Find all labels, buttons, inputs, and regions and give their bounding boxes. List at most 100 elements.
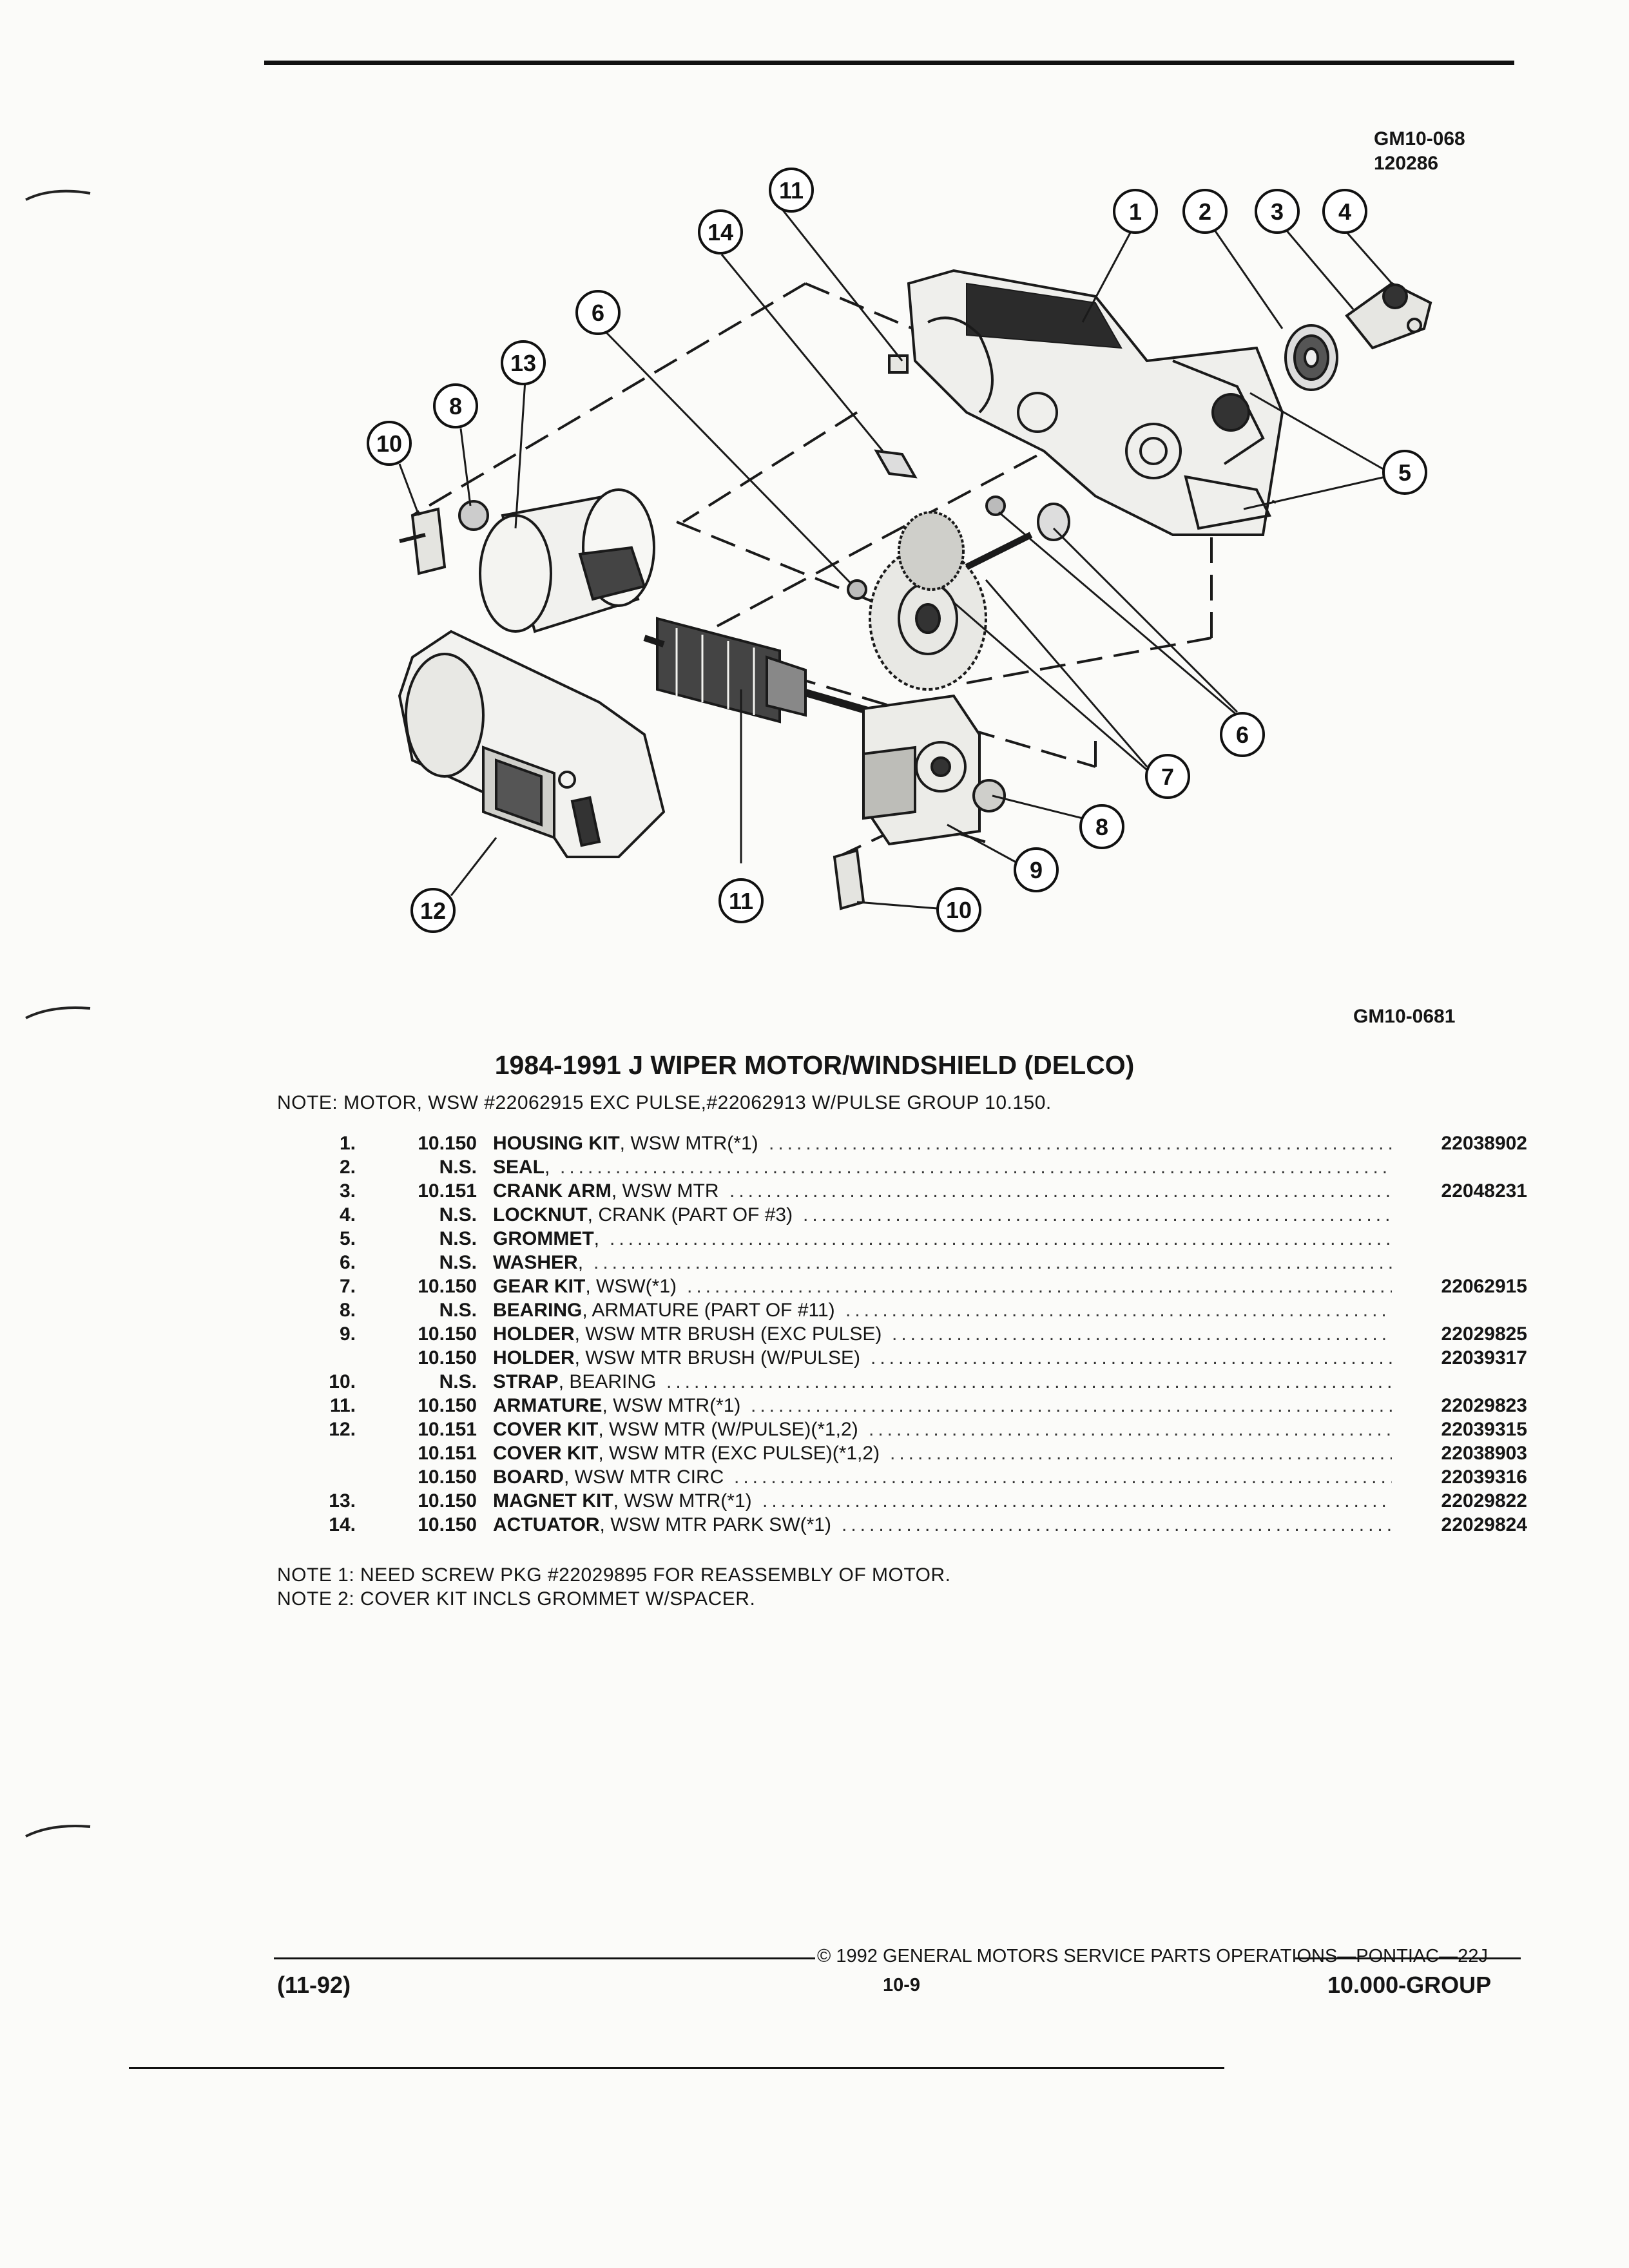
brush-holder-drawing xyxy=(862,694,981,846)
part-name: ACTUATOR xyxy=(493,1514,600,1535)
callout-5: 5 xyxy=(1382,450,1427,495)
callout-2: 2 xyxy=(1182,189,1228,234)
part-detail: , WSW MTR BRUSH (EXC PULSE) xyxy=(574,1323,882,1345)
callout-8-left: 8 xyxy=(433,383,478,428)
part-item-number: 8. xyxy=(339,1300,356,1321)
callout-10-bottom: 10 xyxy=(936,887,981,932)
part-detail: , WSW MTR (W/PULSE)(*1,2) xyxy=(598,1419,858,1440)
part-item-number: 14. xyxy=(329,1514,356,1535)
part-number: 22029824 xyxy=(1441,1514,1527,1535)
callout-3: 3 xyxy=(1255,189,1300,234)
part-description: ACTUATOR, WSW MTR PARK SW(*1) xyxy=(493,1513,831,1537)
callout-12: 12 xyxy=(410,888,456,933)
part-item-number: 5. xyxy=(339,1228,356,1249)
part-name: GEAR KIT xyxy=(493,1276,586,1297)
part-group: 10.150 xyxy=(418,1466,477,1488)
parts-row: 10. N.S. STRAP, BEARING...................… xyxy=(303,1370,1527,1394)
part-name: HOLDER xyxy=(493,1347,575,1369)
part-number: 22029823 xyxy=(1441,1395,1527,1416)
part-description: HOLDER, WSW MTR BRUSH (EXC PULSE) xyxy=(493,1322,882,1346)
svg-text:14: 14 xyxy=(708,219,733,245)
part-number: 22029825 xyxy=(1441,1323,1527,1345)
footer-date: (11-92) xyxy=(277,1972,351,1998)
part-number: 22029822 xyxy=(1441,1490,1527,1512)
parts-row: 6.N.S.WASHER,...........................… xyxy=(303,1251,1527,1274)
part-name: MAGNET KIT xyxy=(493,1490,613,1512)
callout-6-right: 6 xyxy=(1220,712,1265,757)
part-group: 10.150 xyxy=(418,1347,477,1369)
part-group: 10.150 xyxy=(418,1395,477,1416)
part-description: GROMMET, xyxy=(493,1227,599,1251)
part-detail: , WSW MTR(*1) xyxy=(619,1133,758,1154)
page-title: 1984-1991 J WIPER MOTOR/WINDSHIELD (DELC… xyxy=(494,1050,1135,1080)
part-number: 22062915 xyxy=(1441,1276,1527,1297)
svg-text:6: 6 xyxy=(1236,722,1249,748)
part-description: GEAR KIT, WSW(*1) xyxy=(493,1274,677,1298)
svg-text:5: 5 xyxy=(1398,459,1411,486)
armature-drawing xyxy=(643,617,929,732)
part-group: N.S. xyxy=(439,1157,477,1178)
part-description: ARMATURE, WSW MTR(*1) xyxy=(493,1394,740,1418)
callout-13: 13 xyxy=(501,340,546,385)
part-item-number: 1. xyxy=(339,1133,356,1154)
part-group: 10.151 xyxy=(418,1419,477,1440)
leader-dots: ........................................… xyxy=(769,1133,1392,1154)
svg-text:11: 11 xyxy=(779,177,804,204)
part-name: COVER KIT xyxy=(493,1419,599,1440)
leader-dots: ........................................… xyxy=(734,1466,1392,1488)
part-name: BOARD xyxy=(493,1466,564,1488)
leader-dots: ........................................… xyxy=(666,1371,1392,1392)
leader-dots: ........................................… xyxy=(762,1490,1392,1512)
footer-group: 10.000-GROUP xyxy=(1327,1972,1492,1998)
part-description: STRAP, BEARING xyxy=(493,1370,656,1394)
part-number: 22039316 xyxy=(1441,1466,1527,1488)
leader-dots: ........................................… xyxy=(593,1252,1392,1273)
gear-drawing xyxy=(869,511,1033,691)
seal-drawing xyxy=(1284,324,1338,391)
callout-7: 7 xyxy=(1145,754,1190,799)
part-description: MAGNET KIT, WSW MTR(*1) xyxy=(493,1489,752,1513)
part-item-number: 10. xyxy=(329,1371,356,1392)
part-group: N.S. xyxy=(439,1371,477,1392)
part-detail: , WSW MTR(*1) xyxy=(602,1395,741,1416)
part-detail: , WSW MTR CIRC xyxy=(564,1466,724,1488)
svg-text:3: 3 xyxy=(1271,198,1284,225)
part-item-number: 2. xyxy=(339,1157,356,1178)
part-group: 10.150 xyxy=(418,1133,477,1154)
part-group: N.S. xyxy=(439,1204,477,1225)
part-number: 22039317 xyxy=(1441,1347,1527,1369)
parts-row: 5.N.S.GROMMET,..........................… xyxy=(303,1227,1527,1251)
part-name: COVER KIT xyxy=(493,1443,599,1464)
part-detail: , xyxy=(593,1228,599,1249)
callout-11-bottom: 11 xyxy=(718,878,764,923)
part-item-number: 11. xyxy=(329,1395,356,1416)
part-description: SEAL, xyxy=(493,1155,550,1179)
figure-date: 120286 xyxy=(1374,153,1439,174)
leader-dots: ........................................… xyxy=(610,1228,1392,1249)
part-item-number: 7. xyxy=(339,1276,356,1297)
leader-dots: ........................................… xyxy=(803,1204,1392,1225)
part-detail: , CRANK (PART OF #3) xyxy=(587,1204,793,1225)
binder-marks xyxy=(25,189,91,1838)
exploded-diagram: 11 14 1 2 3 4 6 13 8 10 5 6 7 8 9 10 11 … xyxy=(367,168,1432,933)
part-name: HOLDER xyxy=(493,1323,575,1345)
part-detail: , WSW MTR(*1) xyxy=(613,1490,752,1512)
part-name: WASHER xyxy=(493,1252,578,1273)
part-item-number: 13. xyxy=(329,1490,356,1512)
callout-9: 9 xyxy=(1014,847,1059,892)
part-name: ARMATURE xyxy=(493,1395,602,1416)
parts-row: 8.N.S.BEARING, ARMATURE (PART OF #11)...… xyxy=(303,1298,1527,1322)
callout-1: 1 xyxy=(1113,189,1158,234)
part-detail: , BEARING xyxy=(558,1371,657,1392)
part-detail: , WSW(*1) xyxy=(585,1276,677,1297)
housing-drawing xyxy=(907,269,1284,536)
svg-text:4: 4 xyxy=(1338,198,1351,225)
part-group: 10.150 xyxy=(418,1490,477,1512)
leader-dots: ........................................… xyxy=(729,1180,1392,1202)
